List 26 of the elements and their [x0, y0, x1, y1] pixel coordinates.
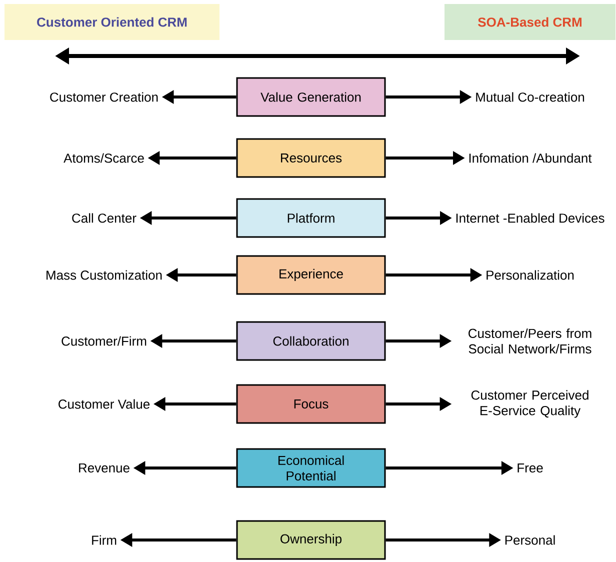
header-box: SOA-Based CRM — [444, 4, 616, 40]
category-box: Experience — [236, 255, 386, 295]
label-text: Personal — [505, 535, 555, 545]
label-text: Revenue — [79, 463, 130, 473]
label-text: Customer Creation — [50, 92, 158, 102]
category-box: Focus — [236, 384, 386, 424]
category-box: Resources — [236, 138, 386, 178]
label-text: Call Center — [72, 213, 136, 223]
label-text: Internet -Enabled Devices — [456, 213, 604, 223]
label-text: Infomation /Abundant — [469, 153, 592, 163]
label-text: Personalization — [486, 270, 574, 280]
category-box: Platform — [236, 198, 386, 238]
category-box: Collaboration — [236, 321, 386, 361]
label-text: Mass Customization — [46, 270, 162, 280]
label-text: Customer/Peers from Social Network/Firms — [468, 328, 592, 354]
label-text: Customer Perceived E-Service Quality — [471, 390, 588, 418]
label-text: Customer Value — [58, 399, 150, 409]
label-text: Customer/Firm — [62, 336, 146, 346]
label-text: Firm — [92, 535, 116, 545]
label-text: Free — [518, 463, 543, 473]
category-box: Value Generation — [236, 77, 386, 117]
category-box: Economical Potential — [236, 448, 386, 488]
label-text: Atoms/Scarce — [64, 153, 144, 163]
label-text: Mutual Co-creation — [476, 92, 584, 102]
category-box: Ownership — [236, 520, 386, 560]
header-box: Customer Oriented CRM — [4, 4, 220, 40]
